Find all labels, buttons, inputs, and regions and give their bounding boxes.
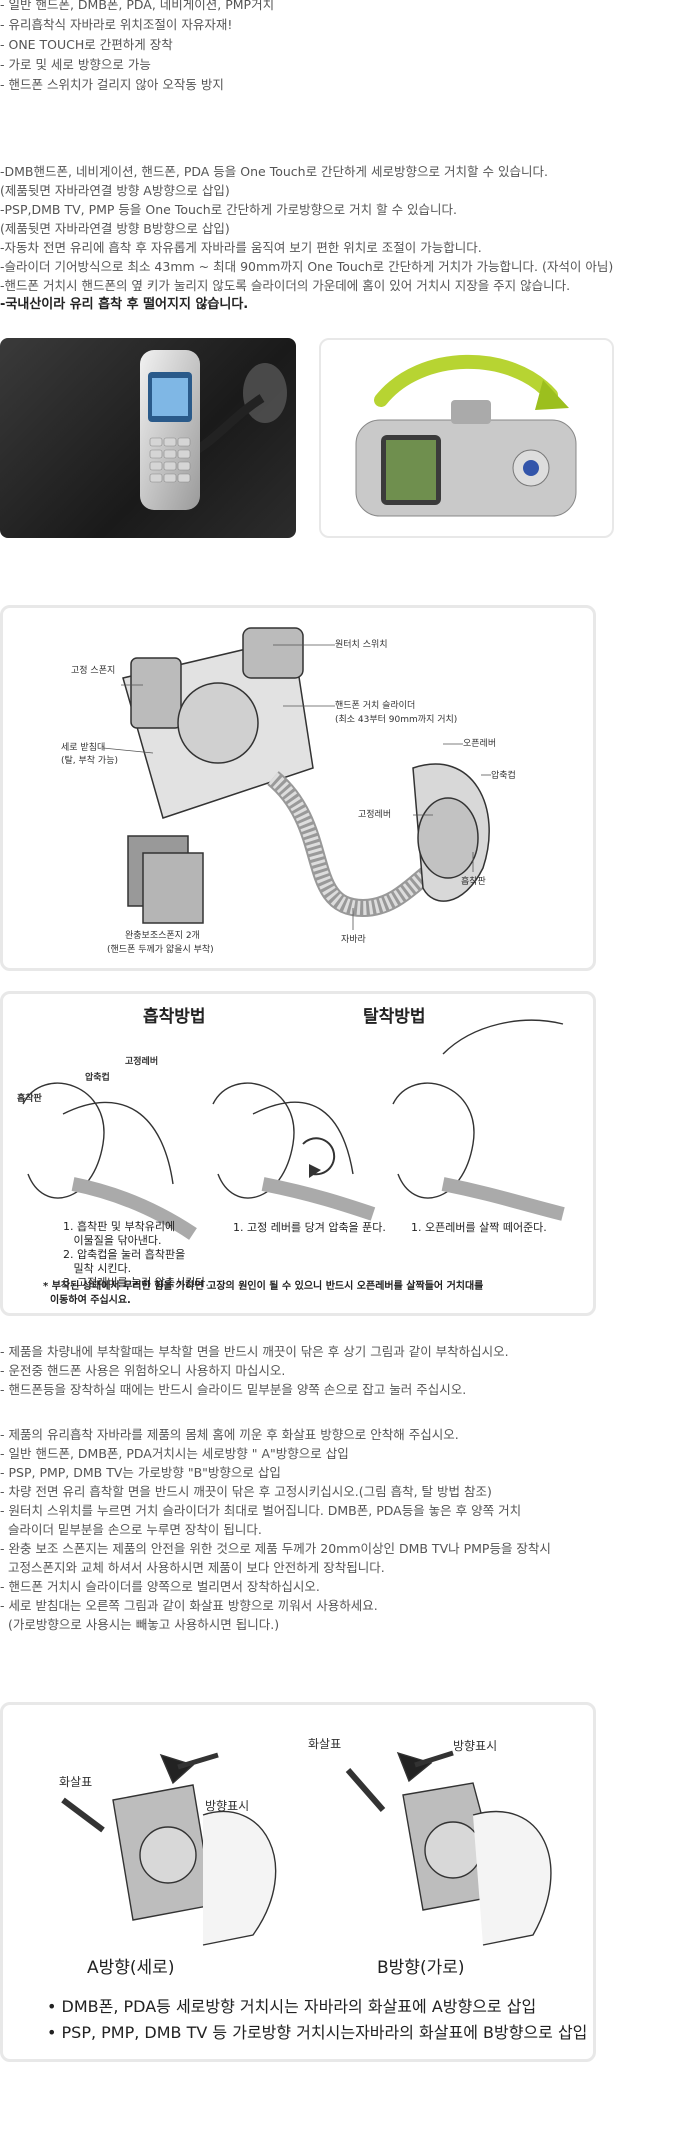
description-line: (제품뒷면 자바라연결 방향 B방향으로 삽입) xyxy=(0,221,230,236)
label-buffer-sponge-sub: (핸드폰 두께가 얇을시 부착) xyxy=(107,945,214,955)
attach-title: 흡착방법 xyxy=(143,1007,206,1027)
note-line: - 핸드폰 거치시 슬라이더를 양쪽으로 벌리면서 장착하십시오. xyxy=(0,1579,320,1594)
warning-text: * 부착된 상태에서 무리한 힘을 가하면 고장의 원인이 될 수 있으니 반드… xyxy=(43,1280,483,1308)
note-line: - 제품의 유리흡착 자바라를 제품의 몸체 홈에 끼운 후 화살표 방향으로 … xyxy=(0,1427,459,1442)
attach-step: 3. 고정레버를 눌러 압축시킨다. xyxy=(63,1276,209,1289)
label-vertical-stand: 세로 받침대 xyxy=(61,743,106,753)
label-one-touch-switch: 원터치 스위치 xyxy=(335,640,388,650)
attach-step: 2. 압축컵을 눌러 흡착판을 xyxy=(63,1248,186,1261)
description-line: (제품뒷면 자바라연결 방향 A방향으로 삽입) xyxy=(0,183,230,198)
note-line: 고정스폰지와 교체 하셔서 사용하시면 제품이 보다 안전하게 장착됩니다. xyxy=(0,1560,385,1575)
description-line: -PSP,DMB TV, PMP 등을 One Touch로 간단하게 가로방향… xyxy=(0,202,458,217)
attach-step: 밀착 시킨다. xyxy=(63,1262,132,1275)
direction-panel: 화살표 방향표시 화살표 방향표시 A방향(세로) B방향(가로) • DMB폰… xyxy=(0,1702,596,2062)
parts-diagram-illustration xyxy=(102,627,491,930)
note-line: - 일반 핸드폰, DMB폰, PDA거치시는 세로방향 " A"방향으로 삽입 xyxy=(0,1446,349,1461)
caption-direction-b: B방향(가로) xyxy=(377,1958,465,1978)
direction-bullet: • DMB폰, PDA등 세로방향 거치시는 자바라의 화살표에 A방향으로 삽… xyxy=(47,1997,537,2016)
rotating-phone-illustration xyxy=(355,354,577,517)
attach-method-panel: 흡착방법 탈착방법 고정레버 압축컵 흡착판 1. 흡착판 및 부착유리에 이물… xyxy=(0,991,596,1316)
feature-item: - ONE TOUCH로 간편하게 장착 xyxy=(0,37,173,52)
label-attach-plate: 흡착판 xyxy=(17,1094,42,1104)
label-slider: 핸드폰 거치 슬라이더 xyxy=(335,701,416,711)
made-in-notice: -국내산이라 유리 흡착 후 떨어지지 않습니다. xyxy=(0,297,249,312)
label-fixed-sponge: 고정 스폰지 xyxy=(71,666,116,676)
note-line: - 원터치 스위치를 누르면 거치 슬라이더가 최대로 벌어집니다. DMB폰,… xyxy=(0,1503,522,1518)
feature-item: - 일반 핸드폰, DMB폰, PDA, 네비게이션, PMP거치 xyxy=(0,0,275,12)
label-vertical-stand-sub: (탈, 부착 가능) xyxy=(61,756,119,766)
parts-diagram-panel: 고정 스폰지 원터치 스위치 핸드폰 거치 슬라이더 (최소 43부터 90mm… xyxy=(0,605,596,971)
direction-bullet: • PSP, PMP, DMB TV 등 가로방향 거치시는자바라의 화살표에 … xyxy=(47,2023,588,2042)
label-attach-fix-lever: 고정레버 xyxy=(125,1057,159,1067)
label-suction-plate: 흡착판 xyxy=(461,877,486,887)
feature-item: - 가로 및 세로 방향으로 가능 xyxy=(0,57,151,72)
product-photo-dark xyxy=(0,338,296,538)
description-line: -슬라이더 기어방식으로 최소 43mm ~ 최대 90mm까지 One Tou… xyxy=(0,259,614,274)
label-slider-range: (최소 43부터 90mm까지 거치) xyxy=(335,715,458,725)
product-photo-rotating xyxy=(319,338,614,538)
phone-mount-photo-illustration xyxy=(140,350,287,510)
caption-direction-a: A방향(세로) xyxy=(87,1958,175,1978)
feature-item: - 유리흡착식 자바라로 위치조절이 자유자재! xyxy=(0,17,233,32)
step-pull-lever: 1. 고정 레버를 당겨 압축을 푼다. xyxy=(233,1221,386,1234)
label-bellows: 자바라 xyxy=(341,935,366,945)
label-direction-mark-a: 방향표시 xyxy=(205,1799,250,1813)
label-buffer-sponge: 완충보조스폰지 2개 xyxy=(125,931,200,941)
attach-steps: 1. 흡착판 및 부착유리에 이물질을 닦아낸다. 2. 압축컵을 눌러 흡착판… xyxy=(63,1220,209,1290)
description-line: -자동차 전면 유리에 흡착 후 자유롭게 자바라를 움직여 보기 편한 위치로… xyxy=(0,240,482,255)
note-line: (가로방향으로 사용시는 빼놓고 사용하시면 됩니다.) xyxy=(0,1617,280,1632)
detach-title: 탈착방법 xyxy=(363,1007,426,1027)
note-line: - 세로 받침대는 오른쪽 그림과 같이 화살표 방향으로 끼워서 사용하세요. xyxy=(0,1598,378,1613)
description-line: -DMB핸드폰, 네비게이션, 핸드폰, PDA 등을 One Touch로 간… xyxy=(0,164,548,179)
direction-illustration xyxy=(61,1750,552,1946)
note-line: - 완충 보조 스폰지는 제품의 안전을 위한 것으로 제품 두께가 20mm이… xyxy=(0,1541,551,1556)
note-line: - 운전중 핸드폰 사용은 위험하오니 사용하지 마십시오. xyxy=(0,1363,286,1378)
label-suction-cup: 압축컵 xyxy=(491,771,516,781)
attach-step: 1. 흡착판 및 부착유리에 xyxy=(63,1220,176,1233)
label-arrow-mark-b: 화살표 xyxy=(308,1737,342,1751)
label-fix-lever: 고정레버 xyxy=(358,810,392,820)
note-line: - 핸드폰등을 장착하실 때에는 반드시 슬라이드 밑부분을 양쪽 손으로 잡고… xyxy=(0,1382,467,1397)
note-line: - 제품을 차량내에 부착할때는 부착할 면을 반드시 깨끗이 닦은 후 상기 … xyxy=(0,1344,509,1359)
feature-item: - 핸드폰 스위치가 걸리지 않아 오작동 방지 xyxy=(0,77,224,92)
note-line: - 차량 전면 유리 흡착할 면을 반드시 깨끗이 닦은 후 고정시키십시오.(… xyxy=(0,1484,492,1499)
label-attach-cup: 압축컵 xyxy=(85,1073,110,1083)
step-open-lever: 1. 오픈레버를 살짝 떼어준다. xyxy=(411,1221,547,1234)
warning-line: 이동하여 주십시요. xyxy=(43,1295,131,1306)
note-line: - PSP, PMP, DMB TV는 가로방향 "B"방향으로 삽입 xyxy=(0,1465,281,1480)
attach-method-illustration xyxy=(22,1019,565,1240)
label-open-lever: 오픈레버 xyxy=(463,739,497,749)
note-line: 슬라이더 밑부분을 손으로 누루면 장착이 됩니다. xyxy=(0,1522,262,1537)
warning-line: * 부착된 상태에서 무리한 힘을 가하면 고장의 원인이 될 수 있으니 반드… xyxy=(43,1281,484,1292)
attach-step: 이물질을 닦아낸다. xyxy=(63,1234,162,1247)
description-line: -핸드폰 거치시 핸드폰의 옆 키가 눌리지 않도록 슬라이더의 가운데에 홈이… xyxy=(0,278,571,293)
label-direction-mark-b: 방향표시 xyxy=(453,1739,498,1753)
label-arrow-mark-a: 화살표 xyxy=(59,1775,93,1789)
